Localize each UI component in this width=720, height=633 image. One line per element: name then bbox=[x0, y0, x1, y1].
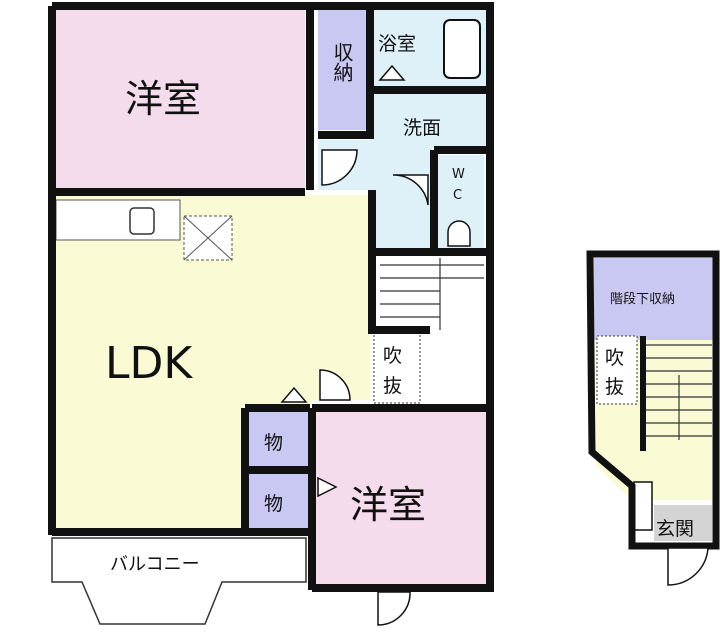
void-area-1f bbox=[596, 335, 638, 405]
door-swing bbox=[377, 591, 411, 626]
annex-walls bbox=[586, 250, 720, 550]
sliding-door-marker bbox=[378, 64, 406, 81]
label-western-room-2: 洋室 bbox=[350, 483, 426, 527]
label-washroom: 洗面 bbox=[403, 117, 441, 139]
entrance-door bbox=[667, 547, 709, 586]
doors bbox=[280, 64, 429, 626]
stairs bbox=[374, 255, 486, 330]
storage-room bbox=[318, 10, 366, 130]
sliding-door-marker bbox=[280, 386, 308, 403]
kitchen-counter bbox=[55, 199, 181, 241]
label-wc-c: C bbox=[453, 188, 462, 203]
stair-wall bbox=[640, 336, 646, 451]
sink bbox=[129, 207, 155, 235]
label-closet-2: 物 bbox=[264, 493, 283, 515]
under-stair-storage bbox=[594, 258, 714, 340]
ldk-room bbox=[55, 195, 370, 530]
label-closet-1: 物 bbox=[264, 432, 283, 454]
void-area bbox=[373, 332, 421, 404]
closet-2 bbox=[248, 472, 308, 528]
door-swing bbox=[319, 369, 351, 401]
label-void-2: 抜 bbox=[383, 375, 402, 397]
entrance bbox=[654, 505, 712, 541]
label-storage-1: 収納 bbox=[330, 42, 354, 82]
walls bbox=[48, 2, 494, 592]
western-room-2 bbox=[316, 412, 486, 584]
label-wc-w: W bbox=[452, 167, 465, 182]
label-void-1f-1: 吹 bbox=[605, 347, 624, 369]
washroom bbox=[318, 92, 486, 250]
label-western-room-1: 洋室 bbox=[125, 77, 201, 121]
stair-treads-1f bbox=[643, 344, 712, 440]
bathtub bbox=[443, 19, 481, 79]
sliding-door-marker bbox=[317, 476, 338, 498]
closet-1 bbox=[248, 412, 308, 468]
door-swing bbox=[392, 174, 429, 206]
range-hood-cross bbox=[183, 215, 233, 261]
shoe-cabinet bbox=[633, 481, 653, 531]
label-balcony: バルコニー bbox=[110, 554, 200, 575]
door-swing bbox=[321, 149, 358, 186]
label-under-stair-storage: 階段下収納 bbox=[610, 292, 675, 307]
label-bathroom: 浴室 bbox=[378, 33, 416, 55]
label-void-1: 吹 bbox=[383, 345, 402, 367]
label-entrance: 玄関 bbox=[656, 518, 694, 540]
stair-treads bbox=[380, 258, 484, 330]
western-room-1 bbox=[55, 10, 305, 190]
label-void-1f-2: 抜 bbox=[605, 376, 624, 398]
label-ldk: LDK bbox=[105, 338, 193, 389]
toilet-icon bbox=[447, 220, 471, 247]
balcony bbox=[51, 537, 307, 625]
